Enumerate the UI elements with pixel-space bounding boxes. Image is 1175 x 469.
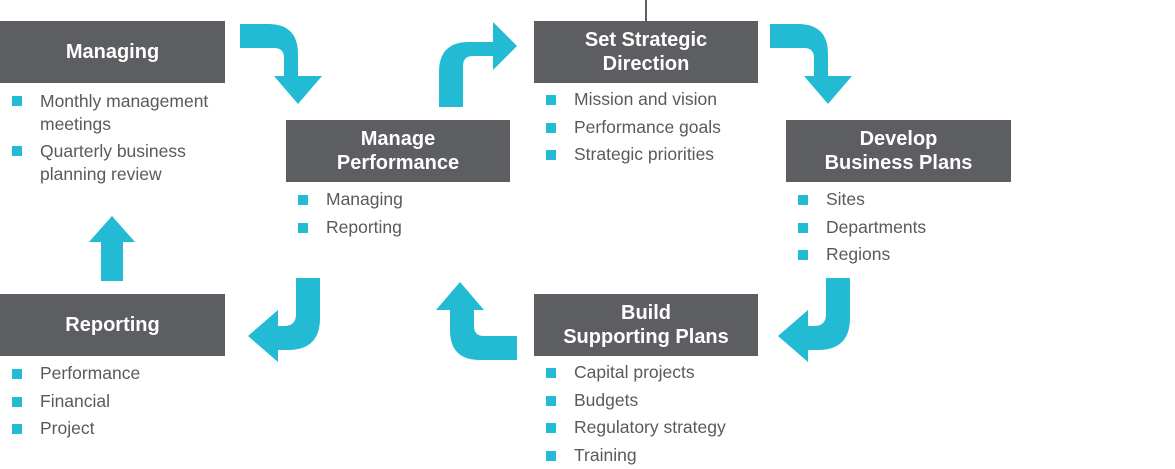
stage-box-reporting: Reporting (0, 294, 225, 356)
list-item: Sites (798, 186, 1018, 214)
list-item: Financial (12, 388, 212, 416)
bullet-icon (546, 451, 556, 461)
curved-arrow-right-down-icon (240, 24, 325, 106)
list-item: Quarterly business planning review (12, 140, 212, 185)
stage-title-line: Supporting Plans (563, 325, 729, 349)
straight-arrow-up-icon (89, 214, 135, 282)
stage-title-line: Managing (66, 40, 159, 64)
stage-box-managing: Managing (0, 21, 225, 83)
stage-title-line: Set Strategic (585, 28, 707, 52)
curved-arrow-up-right-icon (437, 22, 519, 108)
list-item: Performance (12, 360, 212, 388)
curved-arrow-right-down-icon (770, 24, 855, 106)
list-item: Monthly management meetings (12, 90, 212, 135)
stage-title-line: Business Plans (825, 151, 973, 175)
bullet-icon (12, 146, 22, 156)
list-item: Training (546, 442, 776, 469)
stage-list-build-supporting-plans: Capital projects Budgets Regulatory stra… (546, 359, 776, 469)
stage-list-reporting: Performance Financial Project (12, 360, 212, 443)
stage-list-develop-business-plans: Sites Departments Regions (798, 186, 1018, 269)
list-item: Managing (298, 186, 518, 214)
curved-arrow-down-left-icon (774, 278, 854, 364)
stage-title-line: Manage (337, 127, 459, 151)
bullet-icon (546, 368, 556, 378)
stage-box-build-supporting-plans: Build Supporting Plans (534, 294, 758, 356)
list-item: Departments (798, 214, 1018, 242)
list-item: Capital projects (546, 359, 776, 387)
bullet-icon (546, 396, 556, 406)
stage-title-line: Performance (337, 151, 459, 175)
list-item: Reporting (298, 214, 518, 242)
list-item: Regions (798, 241, 1018, 269)
stage-box-manage-performance: Manage Performance (286, 120, 510, 182)
stage-box-develop-business-plans: Develop Business Plans (786, 120, 1011, 182)
bullet-icon (12, 96, 22, 106)
stage-title-line: Build (563, 301, 729, 325)
bullet-icon (12, 424, 22, 434)
bullet-icon (546, 150, 556, 160)
bullet-icon (546, 95, 556, 105)
bullet-icon (798, 195, 808, 205)
stage-list-manage-performance: Managing Reporting (298, 186, 518, 241)
list-item: Strategic priorities (546, 141, 776, 169)
list-item: Budgets (546, 387, 776, 415)
bullet-icon (12, 397, 22, 407)
bullet-icon (298, 195, 308, 205)
bullet-icon (546, 423, 556, 433)
bullet-icon (298, 223, 308, 233)
stage-box-set-strategic-direction: Set Strategic Direction (534, 21, 758, 83)
list-item: Mission and vision (546, 86, 776, 114)
stage-title-line: Reporting (65, 313, 159, 337)
stage-list-managing: Monthly management meetings Quarterly bu… (12, 90, 212, 190)
list-item: Project (12, 415, 212, 443)
connector-line (645, 0, 647, 21)
list-item: Regulatory strategy (546, 414, 776, 442)
bullet-icon (12, 369, 22, 379)
bullet-icon (546, 123, 556, 133)
bullet-icon (798, 250, 808, 260)
curved-arrow-down-left-icon (244, 278, 324, 364)
bullet-icon (798, 223, 808, 233)
stage-title-line: Direction (585, 52, 707, 76)
curved-arrow-left-up-icon (436, 280, 518, 362)
stage-title-line: Develop (825, 127, 973, 151)
stage-list-set-strategic-direction: Mission and vision Performance goals Str… (546, 86, 776, 169)
list-item: Performance goals (546, 114, 776, 142)
